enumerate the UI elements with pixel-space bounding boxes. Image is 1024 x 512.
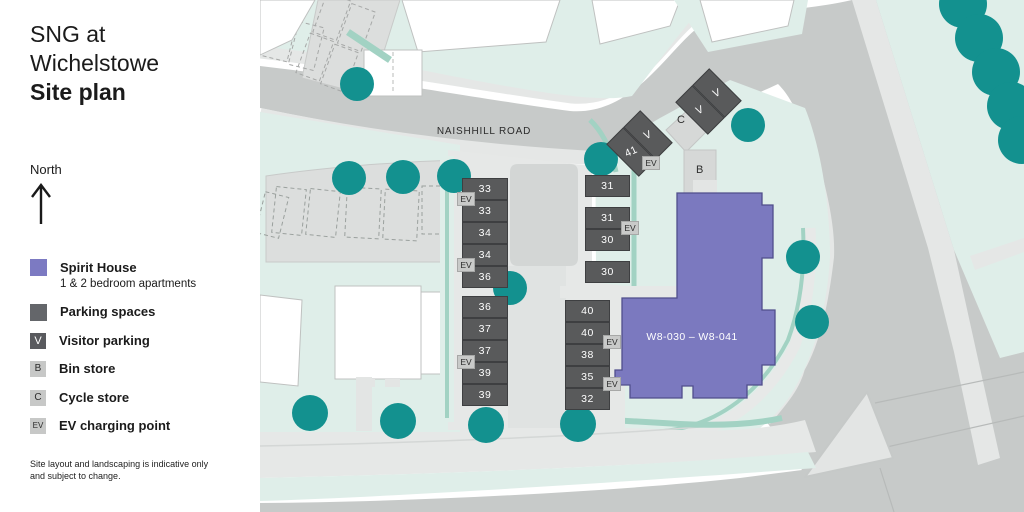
legend-label: Visitor parking	[59, 333, 150, 348]
legend-item-visitor-parking: V Visitor parking	[30, 333, 150, 349]
title-line2: Wichelstowe	[30, 50, 160, 76]
cycle-store-marker: C	[677, 114, 685, 126]
house-left	[334, 285, 422, 380]
legend-item-ev-charging: EV EV charging point	[30, 418, 170, 434]
parking-space: 37	[462, 318, 508, 340]
parking-space: 34	[462, 222, 508, 244]
ev-charging-badge: EV	[642, 156, 660, 170]
legend-label: Bin store	[59, 361, 116, 376]
legend-sublabel: 1 & 2 bedroom apartments	[60, 278, 197, 290]
parking-space: 31	[585, 207, 630, 229]
traffic-island	[804, 391, 894, 478]
parking-space: 31	[585, 175, 630, 197]
road-name-label: NAISHHILL ROAD	[436, 126, 532, 137]
parking-space: 39	[462, 384, 508, 406]
map-base-svg	[260, 0, 1024, 512]
ev-charging-badge: EV	[457, 258, 475, 272]
disclaimer-text: Site layout and landscaping is indicativ…	[30, 459, 209, 482]
legend-item-cycle-store: C Cycle store	[30, 390, 129, 406]
legend-label: EV charging point	[59, 418, 171, 433]
legend-label: Cycle store	[59, 390, 130, 405]
sidebar: SNG at Wichelstowe Site plan North Spiri…	[0, 0, 260, 512]
north-label: North	[30, 162, 62, 177]
legend-label: Parking spaces	[60, 304, 156, 319]
bin-store-marker: B	[696, 164, 704, 176]
cycle-store-swatch: C	[30, 390, 46, 406]
legend-label: Spirit House	[60, 260, 137, 275]
legend-item-spirit-house: Spirit House 1 & 2 bedroom apartments	[30, 259, 196, 290]
ev-charging-badge: EV	[603, 377, 621, 391]
title-subtitle: Site plan	[30, 79, 126, 105]
legend-item-parking: Parking spaces	[30, 304, 155, 321]
house-left	[260, 294, 303, 387]
plots-top-left	[260, 0, 808, 99]
spirit-house-plot-label: W8-030 – W8-041	[646, 331, 738, 343]
parking-space: 32	[565, 388, 610, 410]
spirit-house-swatch	[30, 259, 47, 276]
ev-charging-badge: EV	[457, 192, 475, 206]
parking-space: 40	[565, 322, 610, 344]
ev-charging-badge: EV	[603, 335, 621, 349]
parking-space: 38	[565, 344, 610, 366]
parking-swatch	[30, 304, 47, 321]
bin-store-swatch: B	[30, 361, 46, 377]
parking-space: 30	[585, 261, 630, 283]
page-title: SNG at Wichelstowe Site plan	[30, 20, 159, 107]
legend-item-bin-store: B Bin store	[30, 361, 115, 377]
parking-space: 30	[585, 229, 630, 251]
title-line1: SNG at	[30, 21, 106, 47]
ev-charging-swatch: EV	[30, 418, 46, 434]
ev-charging-badge: EV	[457, 355, 475, 369]
ev-charging-badge: EV	[621, 221, 639, 235]
parking-space: 40	[565, 300, 610, 322]
north-arrow-icon	[31, 183, 51, 224]
visitor-parking-swatch: V	[30, 333, 46, 349]
spirit-house-building	[614, 192, 776, 399]
parking-space: 36	[462, 296, 508, 318]
